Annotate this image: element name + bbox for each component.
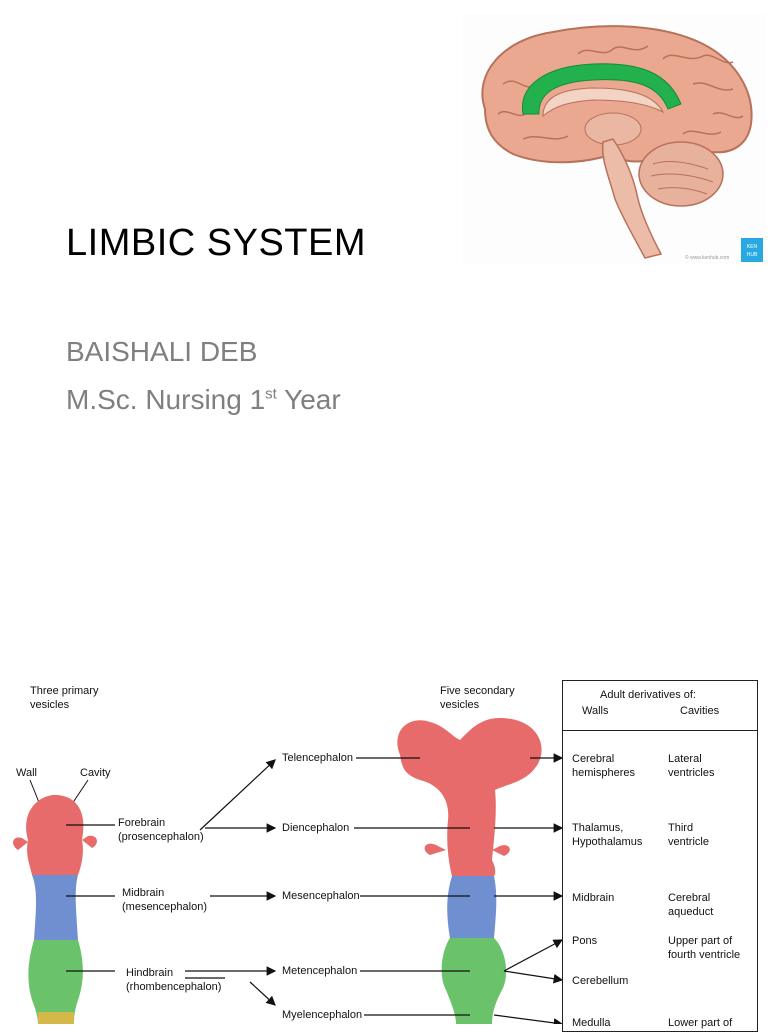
cingulate-gyrus bbox=[521, 63, 682, 115]
secondary-diencephalon-label: Diencephalon bbox=[282, 822, 350, 834]
slide-title: LIMBIC SYSTEM bbox=[66, 222, 366, 264]
image-credit: © www.kenhub.com bbox=[685, 254, 729, 261]
derivative-cavities-2: Third ventricle bbox=[668, 822, 709, 848]
derivative-walls-5: Cerebellum bbox=[572, 975, 629, 987]
course-superscript: st bbox=[265, 385, 277, 403]
svg-text:KEN: KEN bbox=[747, 244, 758, 250]
secondary-mesencephalon-label: Mesencephalon bbox=[282, 890, 360, 902]
corpus-callosum bbox=[542, 87, 665, 118]
primary-midbrain-label: Midbrain (mesencephalon) bbox=[122, 887, 207, 913]
derivative-cavities-4: Upper part of fourth ventricle bbox=[668, 935, 741, 961]
wall-label: Wall bbox=[16, 767, 37, 779]
brainstem bbox=[601, 138, 663, 259]
secondary-vesicles-header: Five secondary vesicles bbox=[440, 685, 515, 711]
column-walls-header: Walls bbox=[582, 705, 609, 717]
primary-vesicles-header: Three primary vesicles bbox=[30, 685, 99, 711]
course-line: M.Sc. Nursing 1st Year bbox=[66, 384, 341, 416]
kenhub-badge bbox=[741, 238, 763, 262]
table-header: Adult derivatives of: bbox=[600, 689, 696, 701]
vesicles-diagram-slide: Three primary vesicles Five secondary ve… bbox=[0, 660, 768, 1032]
connector-lines bbox=[66, 753, 564, 1024]
derivative-walls-3: Midbrain bbox=[572, 892, 615, 904]
title-slide: © www.kenhub.com KEN HUB LIMBIC SYSTEM B… bbox=[66, 14, 765, 416]
table-divider bbox=[562, 730, 758, 731]
cavity-label: Cavity bbox=[80, 767, 111, 779]
primary-vesicles-tube bbox=[13, 795, 97, 1024]
column-cavities-header: Cavities bbox=[680, 705, 720, 717]
brain-illustration: © www.kenhub.com KEN HUB bbox=[481, 25, 763, 262]
secondary-vesicles-tube bbox=[397, 718, 542, 1024]
primary-hindbrain-label: Hindbrain (rhombencephalon) bbox=[126, 967, 222, 993]
primary-forebrain-label: Forebrain (prosencephalon) bbox=[118, 817, 204, 843]
secondary-metencephalon-label: Metencephalon bbox=[282, 965, 358, 977]
author-name: BAISHALI DEB bbox=[66, 336, 258, 367]
course-prefix: M.Sc. Nursing 1 bbox=[66, 384, 266, 415]
derivative-walls-2: Thalamus, Hypothalamus bbox=[572, 822, 643, 848]
derivative-cavities-6: Lower part of bbox=[668, 1017, 733, 1029]
secondary-telencephalon-label: Telencephalon bbox=[282, 752, 353, 764]
svg-text:HUB: HUB bbox=[747, 252, 758, 258]
vesicles-drawing bbox=[13, 718, 564, 1024]
brain-sagittal-image: © www.kenhub.com KEN HUB bbox=[463, 14, 765, 264]
derivative-walls-1: Cerebral hemispheres bbox=[572, 753, 635, 779]
cerebellum bbox=[638, 141, 724, 207]
secondary-myelencephalon-label: Myelencephalon bbox=[282, 1009, 363, 1021]
derivative-walls-6: Medulla bbox=[572, 1017, 611, 1029]
derivative-cavities-3: Cerebral aqueduct bbox=[668, 892, 714, 918]
derivative-walls-4: Pons bbox=[572, 935, 598, 947]
derivative-cavities-1: Lateral ventricles bbox=[668, 753, 715, 779]
course-suffix: Year bbox=[276, 384, 341, 415]
